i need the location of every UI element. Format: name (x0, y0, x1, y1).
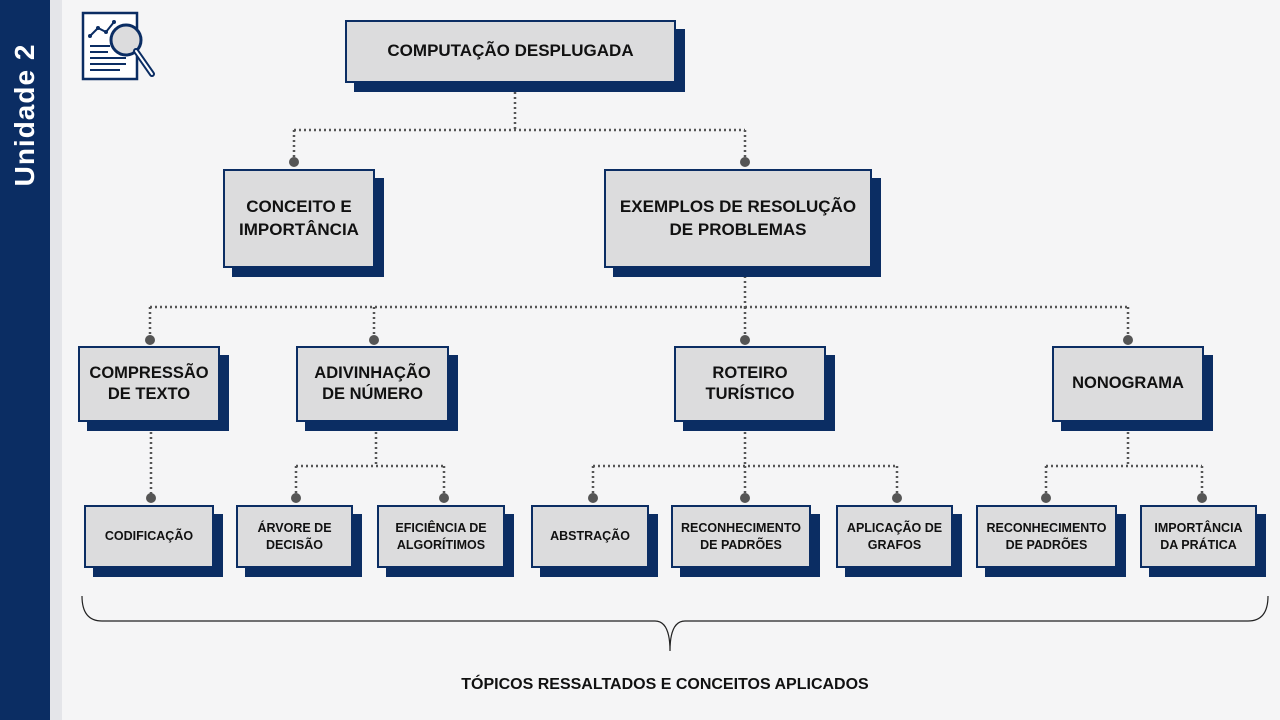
topics-caption: TÓPICOS RESSALTADOS E CONCEITOS APLICADO… (461, 676, 869, 693)
leaf-abstracao: ABSTRAÇÃO (531, 505, 649, 568)
node-compressao-texto: COMPRESSÃO DE TEXTO (78, 346, 220, 422)
sidebar: Unidade 2 (0, 0, 50, 720)
node-computacao-desplugada: COMPUTAÇÃO DESPLUGADA (345, 20, 676, 83)
leaf-importancia-pratica: IMPORTÂNCIA DA PRÁTICA (1140, 505, 1257, 568)
node-adivinhacao-numero: ADIVINHAÇÃO DE NÚMERO (296, 346, 449, 422)
leaf-reconhecimento-padroes-nonograma: RECONHECIMENTO DE PADRÕES (976, 505, 1117, 568)
node-roteiro-turistico: ROTEIRO TURÍSTICO (674, 346, 826, 422)
node-exemplos-resolucao: EXEMPLOS DE RESOLUÇÃO DE PROBLEMAS (604, 169, 872, 268)
leaf-reconhecimento-padroes-roteiro: RECONHECIMENTO DE PADRÕES (671, 505, 811, 568)
leaf-eficiencia-algoritimos: EFICIÊNCIA DE ALGORÍTIMOS (377, 505, 505, 568)
topics-bracket (81, 595, 1269, 652)
node-conceito-importancia: CONCEITO E IMPORTÂNCIA (223, 169, 375, 268)
node-nonograma: NONOGRAMA (1052, 346, 1204, 422)
sidebar-divider (50, 0, 62, 720)
leaf-aplicacao-grafos: APLICAÇÃO DE GRAFOS (836, 505, 953, 568)
document-search-icon (81, 11, 155, 81)
leaf-codificacao: CODIFICAÇÃO (84, 505, 214, 568)
leaf-arvore-decisao: ÁRVORE DE DECISÃO (236, 505, 353, 568)
